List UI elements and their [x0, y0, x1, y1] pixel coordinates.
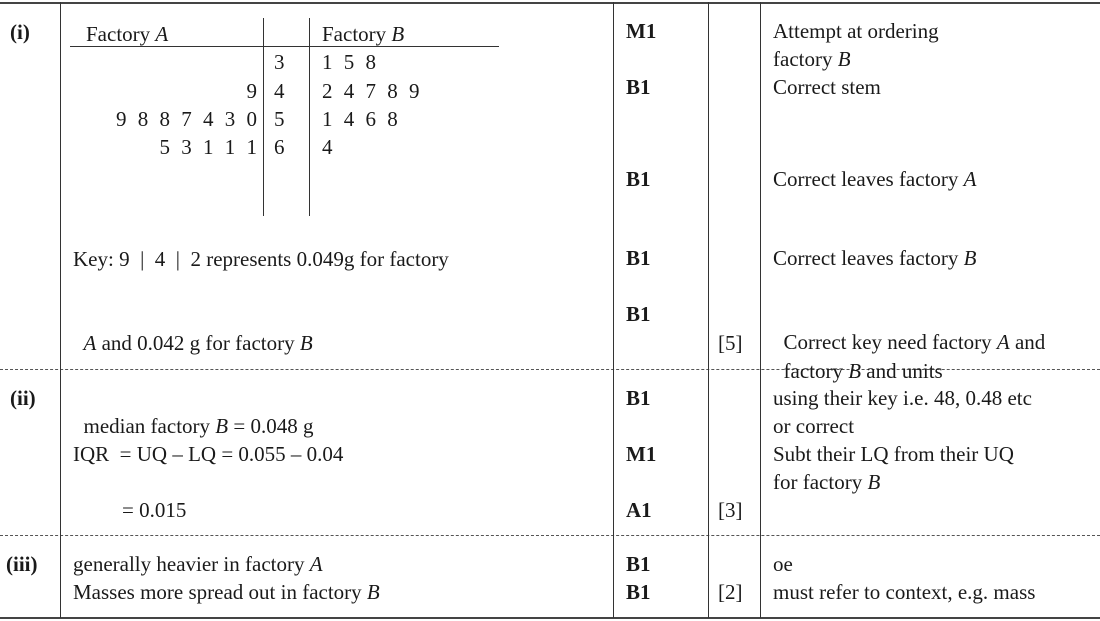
- part-label-iii: (iii): [6, 552, 38, 576]
- key-line-1: Key: 9 | 4 | 2 represents 0.049g for fac…: [73, 247, 449, 271]
- iqr-line: IQR = UQ – LQ = 0.055 – 0.04: [73, 442, 344, 466]
- stem-6: 6: [274, 135, 285, 159]
- total-iii: [2]: [718, 580, 743, 604]
- note-i-3: Correct leaves factory A: [773, 167, 977, 191]
- total-ii: [3]: [718, 498, 743, 522]
- col-divider-label: [60, 2, 61, 618]
- divider-ii-iii: [0, 535, 1100, 536]
- col-divider-notes: [760, 2, 761, 618]
- median-line: median factory B = 0.048 g: [83, 414, 314, 438]
- mark-i-3: B1: [626, 167, 651, 191]
- part-label-ii: (ii): [10, 386, 36, 410]
- note-i-5a: Correct key need factory A and: [783, 330, 1046, 354]
- mark-ii-1: B1: [626, 386, 651, 410]
- header-factory-b: Factory B: [322, 22, 405, 46]
- key-line-2: A and 0.042 g for factory B: [83, 331, 313, 355]
- note-iii-2: must refer to context, e.g. mass: [773, 580, 1036, 604]
- mark-i-4: B1: [626, 246, 651, 270]
- note-ii-2b: for factory B: [773, 470, 881, 494]
- note-i-1a: Attempt at ordering: [773, 19, 939, 43]
- iqr-result: = 0.015: [122, 498, 187, 522]
- mark-ii-2: M1: [626, 442, 657, 466]
- leaf-b-row-4: 2 4 7 8 9: [322, 79, 423, 103]
- part-label-i: (i): [10, 20, 30, 44]
- conclusion-1: generally heavier in factory A: [73, 552, 323, 576]
- divider-i-ii: [0, 369, 1100, 370]
- mark-ii-3: A1: [626, 498, 652, 522]
- mark-i-5: B1: [626, 302, 651, 326]
- total-i: [5]: [718, 331, 743, 355]
- col-divider-total: [708, 2, 709, 618]
- stem-5: 5: [274, 107, 285, 131]
- note-iii-1: oe: [773, 552, 793, 576]
- mark-iii-1: B1: [626, 552, 651, 576]
- mark-i-1: M1: [626, 19, 657, 43]
- mark-i-2: B1: [626, 75, 651, 99]
- stem-left-line: [263, 18, 264, 216]
- note-i-2: Correct stem: [773, 75, 881, 99]
- note-ii-1b: or correct: [773, 414, 855, 438]
- note-i-5b: factory B and units: [783, 359, 943, 383]
- stem-4: 4: [274, 79, 285, 103]
- leaf-b-row-5: 1 4 6 8: [322, 107, 401, 131]
- mark-iii-2: B1: [626, 580, 651, 604]
- stem-3: 3: [274, 50, 285, 74]
- header-factory-a: Factory A: [86, 22, 169, 46]
- stem-right-line: [309, 18, 310, 216]
- col-divider-marks: [613, 2, 614, 618]
- conclusion-2: Masses more spread out in factory B: [73, 580, 380, 604]
- leaf-a-row-5: 9 8 8 7 4 3 0: [116, 107, 260, 131]
- leaf-b-row-3: 1 5 8: [322, 50, 379, 74]
- table-bottom-border: [0, 617, 1100, 619]
- note-ii-1a: using their key i.e. 48, 0.48 etc: [773, 386, 1032, 410]
- leaf-a-row-4: 9: [246, 79, 260, 103]
- leaf-b-row-6: 4: [322, 135, 336, 159]
- table-top-border: [0, 2, 1100, 4]
- header-underline: [70, 46, 499, 47]
- note-i-1b: factory B: [773, 47, 851, 71]
- leaf-a-row-6: 5 3 1 1 1: [159, 135, 260, 159]
- note-i-4: Correct leaves factory B: [773, 246, 977, 270]
- note-ii-2a: Subt their LQ from their UQ: [773, 442, 1014, 466]
